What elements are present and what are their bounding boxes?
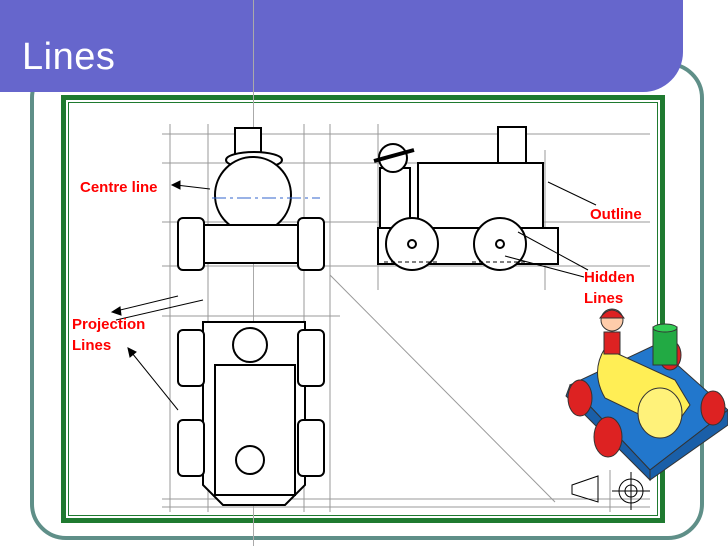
hidden-lines-label-line-1: Hidden xyxy=(584,269,635,286)
mitre-line xyxy=(329,274,556,503)
side-view xyxy=(377,126,559,271)
slide-title: Lines xyxy=(22,36,116,78)
outline-label: Outline xyxy=(590,206,642,223)
hidden-lines-label-line-2: Lines xyxy=(584,290,624,307)
slide-guide-line xyxy=(253,0,254,546)
leader-lines xyxy=(110,180,597,411)
projection-lines-label-line-1: Projection xyxy=(72,316,146,333)
centre-line-label: Centre line xyxy=(80,179,158,196)
projection-lines-label-line-2: Lines xyxy=(72,337,112,354)
projection-symbol xyxy=(571,472,650,510)
plan-view xyxy=(177,321,325,506)
hidden-lines-label: Hidden Lines xyxy=(584,267,635,309)
title-bar: Lines xyxy=(0,0,683,92)
toy-train-image xyxy=(565,308,728,482)
front-view xyxy=(177,127,325,271)
projection-lines-label: Projection Lines xyxy=(72,314,145,356)
driver-head xyxy=(373,143,415,173)
